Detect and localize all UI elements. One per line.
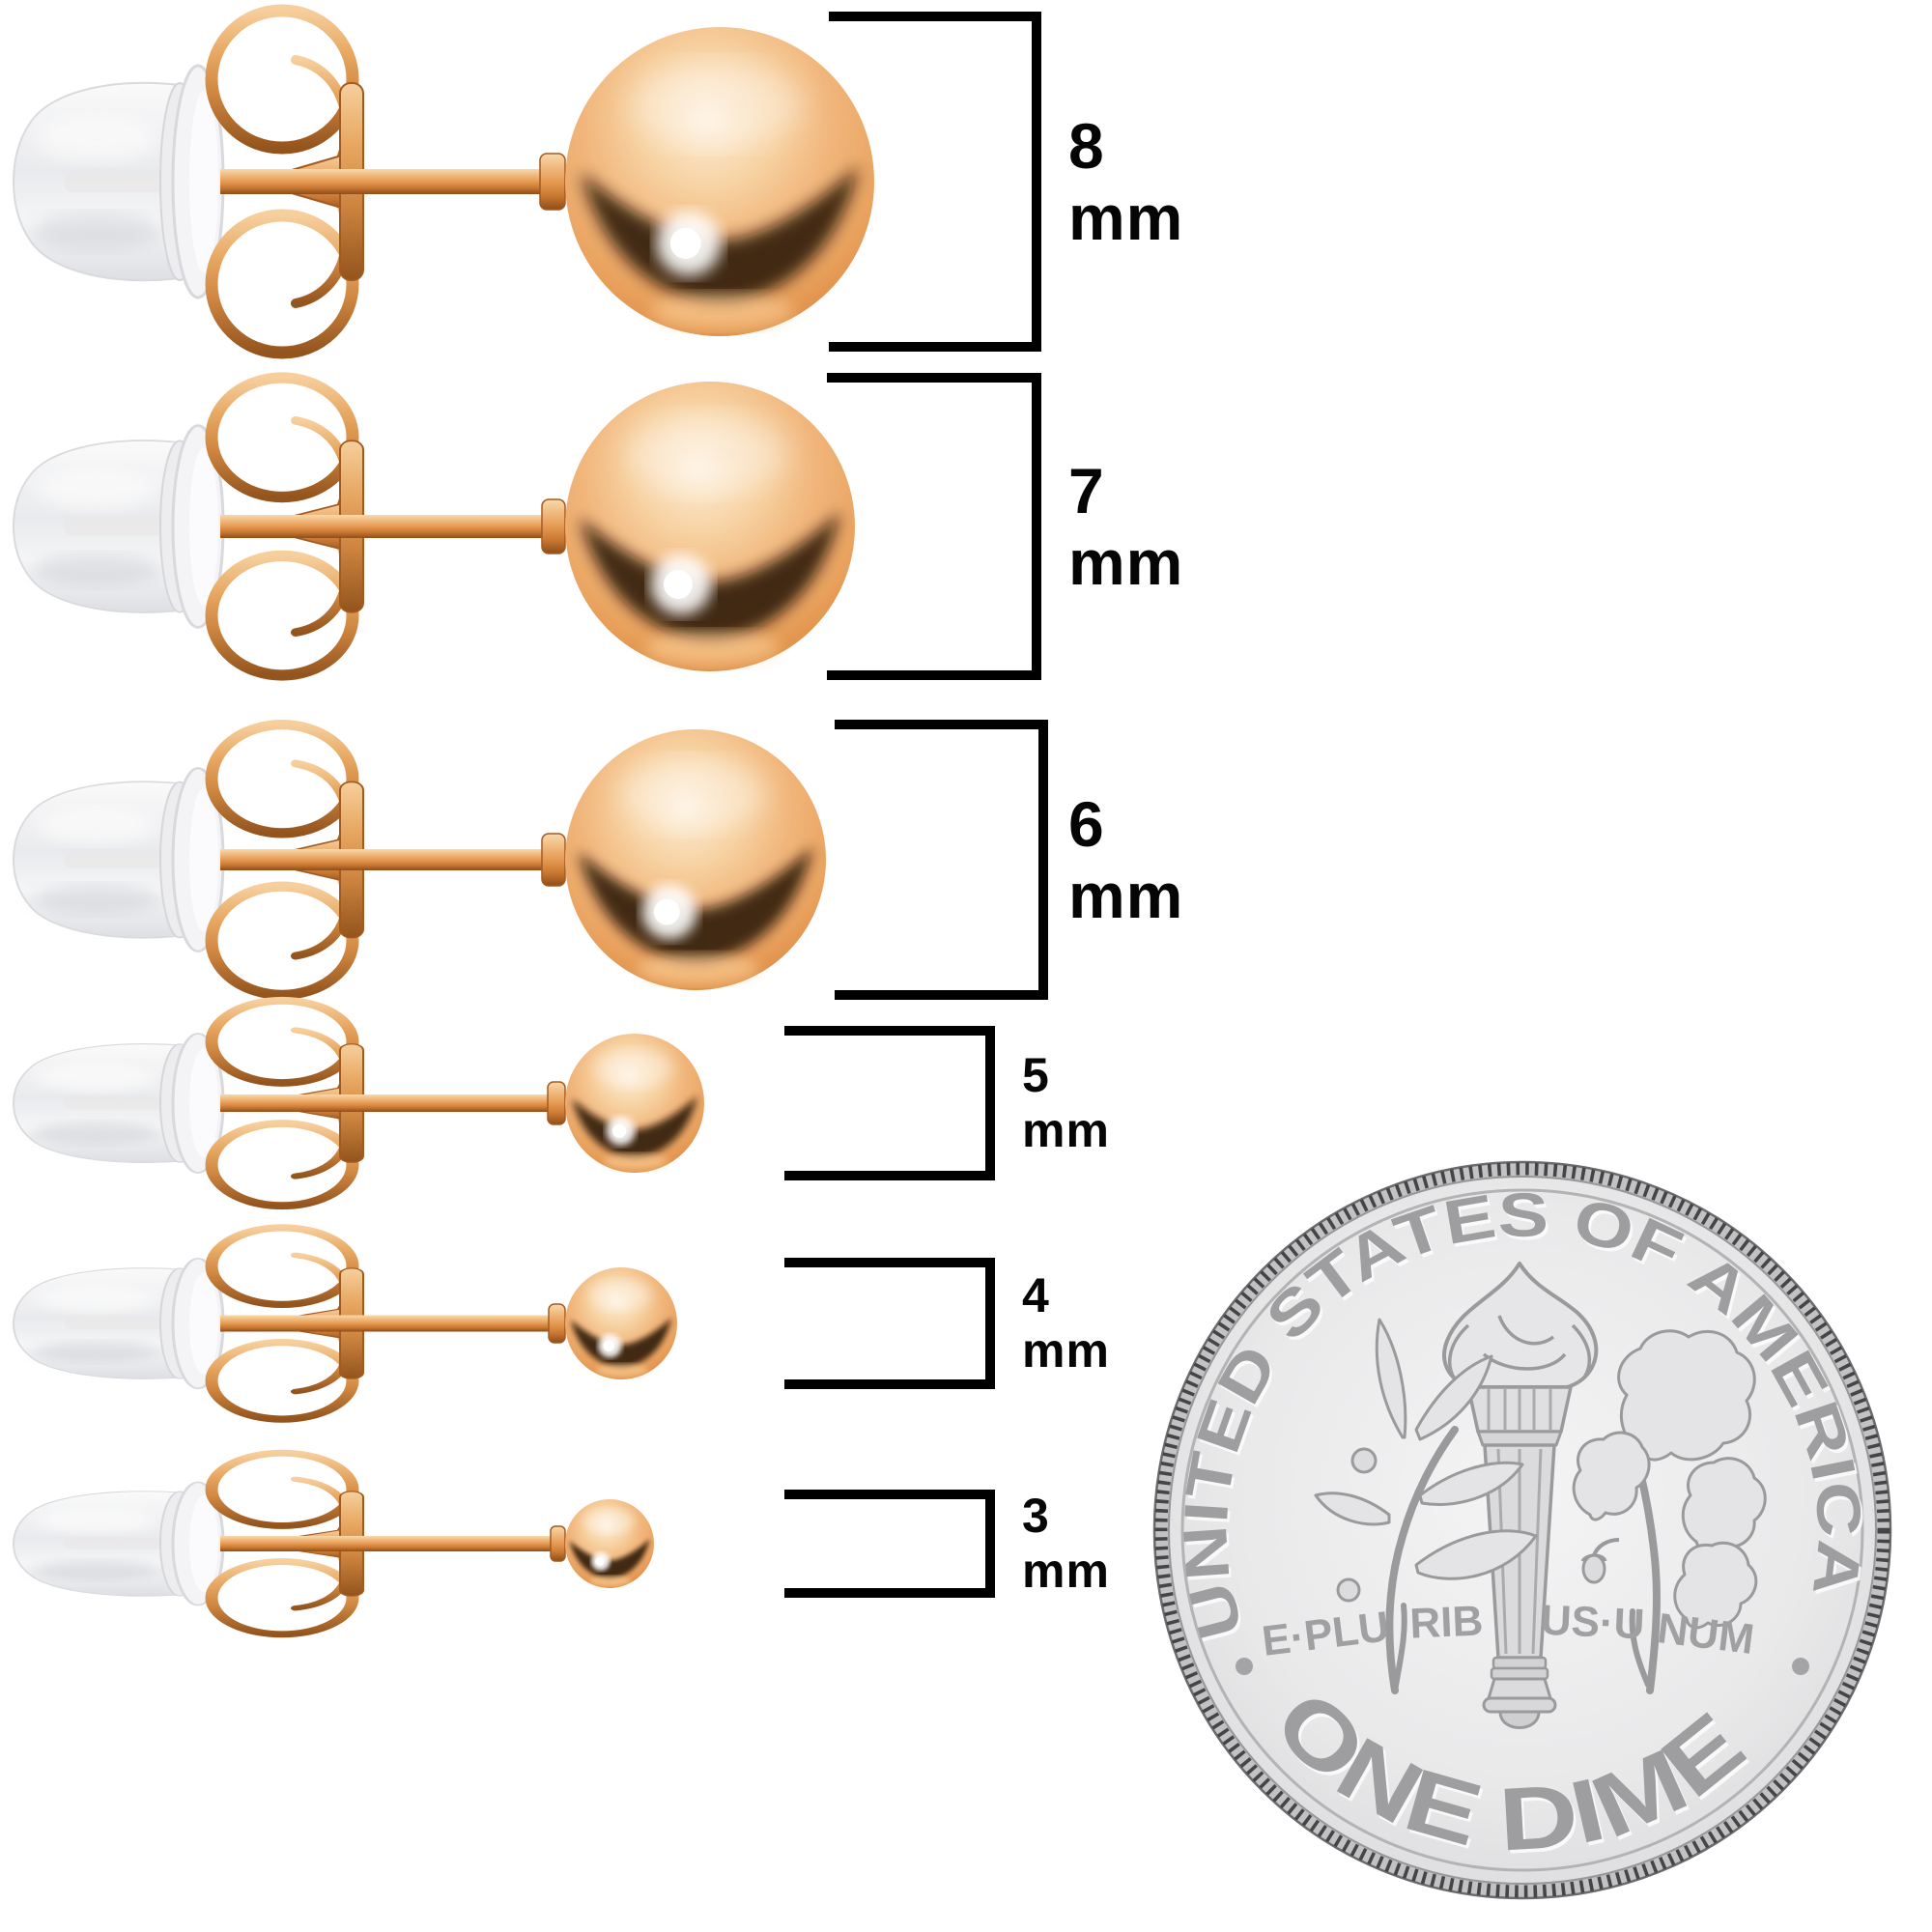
size-value: 5 [1022,1048,1050,1102]
size-label-4mm: 4 mm [1022,1268,1110,1378]
oak-branch [1572,1329,1767,1694]
dime-coin: UNITED STATES OF AMERICA UNITED STATES O… [1152,1160,1892,1900]
size-value: 4 [1022,1268,1050,1322]
olive-fruit [1350,1447,1378,1474]
coin-motto-word-4: NUM [1655,1605,1756,1663]
earring-5mm [14,1001,704,1206]
size-bracket-3mm [784,1490,995,1598]
earring-post [220,1536,565,1551]
acorn [1581,1553,1606,1584]
earring-collar [539,153,566,211]
earring-collar [548,1303,566,1344]
size-value: 7 [1068,455,1105,526]
size-unit: mm [1022,1323,1110,1378]
earring-ball [565,729,826,990]
earring-post [220,1315,565,1332]
earring-ball [565,27,874,336]
size-value: 3 [1022,1489,1050,1543]
olive-fruit [1336,1577,1361,1603]
legend-separator-dot-right [1792,1658,1809,1675]
legend-separator-dot-left [1236,1658,1253,1675]
size-bracket-6mm [835,720,1048,1000]
earring-collar [550,1525,566,1562]
earring-3mm [14,1453,654,1634]
size-bracket-8mm [829,12,1041,352]
size-bracket-5mm [784,1026,995,1180]
earring-ball [565,382,855,671]
size-label-5mm: 5 mm [1022,1048,1110,1158]
earring-4mm [14,1228,677,1419]
size-value: 8 [1068,110,1105,182]
size-unit: mm [1068,526,1184,598]
size-bracket-7mm [827,373,1041,680]
coin-reeding [1154,1162,1890,1898]
olive-branch [1314,1318,1538,1694]
size-unit: mm [1022,1544,1110,1598]
size-label-8mm: 8 mm [1068,110,1183,253]
coin-motto-word-3: US·U [1540,1597,1646,1649]
torch-knob [1498,1710,1541,1729]
earring-ball [565,1034,704,1173]
size-value: 6 [1068,788,1105,860]
size-bracket-4mm [784,1258,995,1389]
coin-inner-rim [1180,1188,1864,1872]
size-label-6mm: 6 mm [1068,788,1183,931]
size-label-3mm: 3 mm [1022,1489,1110,1599]
earring-8mm [14,11,874,353]
earring-post [220,515,565,538]
size-unit: mm [1022,1103,1110,1157]
size-unit: mm [1068,860,1184,931]
coin-motto-word-2: RIB [1408,1597,1484,1647]
earring-post [220,169,565,194]
earring-ball [565,1499,654,1588]
earring-7mm [14,378,855,675]
size-label-7mm: 7 mm [1068,455,1183,598]
size-unit: mm [1068,182,1184,253]
earring-post [220,1094,565,1112]
earring-ball [565,1267,677,1379]
earring-collar [541,833,566,887]
earring-collar [547,1081,566,1125]
earring-post [220,849,565,870]
earring-collar [541,498,566,554]
earring-6mm [14,724,826,995]
